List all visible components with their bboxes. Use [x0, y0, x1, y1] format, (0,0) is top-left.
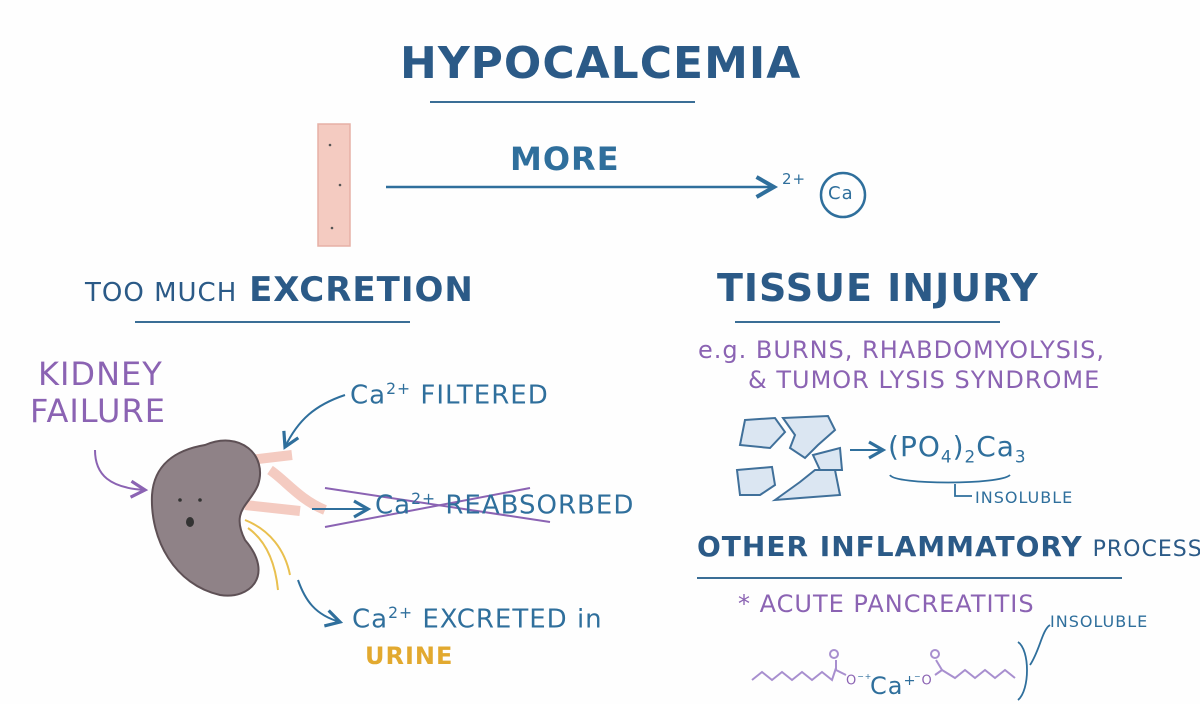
urine-label: URINE: [365, 642, 454, 670]
insoluble-label-1: INSOLUBLE: [975, 488, 1074, 507]
ion: Ca: [352, 604, 389, 635]
filtered-label: Ca2+ FILTERED: [350, 380, 549, 411]
ca: Ca: [976, 430, 1015, 463]
charge: 2+: [388, 604, 414, 622]
calcium-soap-molecule: [751, 649, 1016, 682]
ca: Ca: [870, 672, 904, 700]
text: EXCRETED in: [422, 604, 603, 635]
excreted-label: Ca2+ EXCRETED in: [352, 604, 603, 635]
paren-sub: 2: [964, 446, 977, 467]
ion-symbol: Ca: [828, 183, 854, 204]
heading-suffix: PROCESSES: [1092, 537, 1200, 562]
insoluble-brace-2: [1017, 624, 1051, 701]
ion-charge: 2+: [782, 170, 807, 188]
reabsorbed-label: Ca2+ REABSORBED: [375, 490, 634, 521]
o: O: [921, 673, 933, 689]
tissue-injury-underline: [735, 321, 1000, 323]
other-processes-underline: [697, 577, 1122, 579]
kidney-failure-line-2: FAILURE: [30, 392, 166, 430]
text: REABSORBED: [445, 490, 635, 521]
heading-main: EXCRETION: [249, 270, 474, 310]
kidney-icon: [150, 439, 328, 597]
kidney-failure-arrow: [94, 449, 149, 499]
excreted-arrow: [297, 579, 344, 628]
insoluble-label-2: INSOLUBLE: [1050, 612, 1149, 631]
calcium-label: Ca+: [870, 672, 917, 700]
ion: Ca: [350, 380, 387, 411]
filtered-arrow: [282, 394, 346, 450]
title-underline: [430, 101, 695, 103]
o: O: [846, 673, 858, 689]
insoluble-brace-1: [889, 474, 1011, 497]
cross-line-2: [324, 487, 531, 528]
text: FILTERED: [420, 380, 549, 411]
excretion-underline: [135, 321, 410, 323]
kidney-failure-line-1: KIDNEY: [38, 355, 163, 393]
heading-main: OTHER INFLAMMATORY: [697, 530, 1083, 563]
charge: 2+: [411, 490, 437, 508]
ca-sub: 3: [1014, 446, 1027, 467]
calcium-ion-circle: [819, 171, 867, 219]
charge: 2+: [386, 380, 412, 398]
blood-vessel-icon: [317, 123, 351, 247]
other-processes-heading: OTHER INFLAMMATORY PROCESSES: [697, 530, 1200, 563]
oxygen-right: −O: [914, 672, 933, 689]
damaged-cells-icon: [735, 414, 844, 502]
oxygen-left: O−+: [846, 672, 873, 689]
group: PO: [899, 430, 941, 463]
tissue-injury-heading: TISSUE INJURY: [717, 266, 1039, 310]
page-title: HYPOCALCEMIA: [400, 38, 802, 89]
excretion-heading: TOO MUCH EXCRETION: [85, 270, 474, 310]
examples-line-1: e.g. BURNS, RHABDOMYOLYSIS,: [698, 336, 1105, 364]
ion: Ca: [375, 490, 412, 521]
heading-prefix: TOO MUCH: [85, 278, 238, 308]
examples-line-2: & TUMOR LYSIS SYNDROME: [748, 366, 1101, 394]
pancreatitis-label: * ACUTE PANCREATITIS: [738, 590, 1035, 618]
more-label: MORE: [510, 140, 620, 178]
calcium-phosphate-formula: (PO4)2Ca3: [888, 430, 1027, 467]
group-sub: 4: [940, 446, 953, 467]
